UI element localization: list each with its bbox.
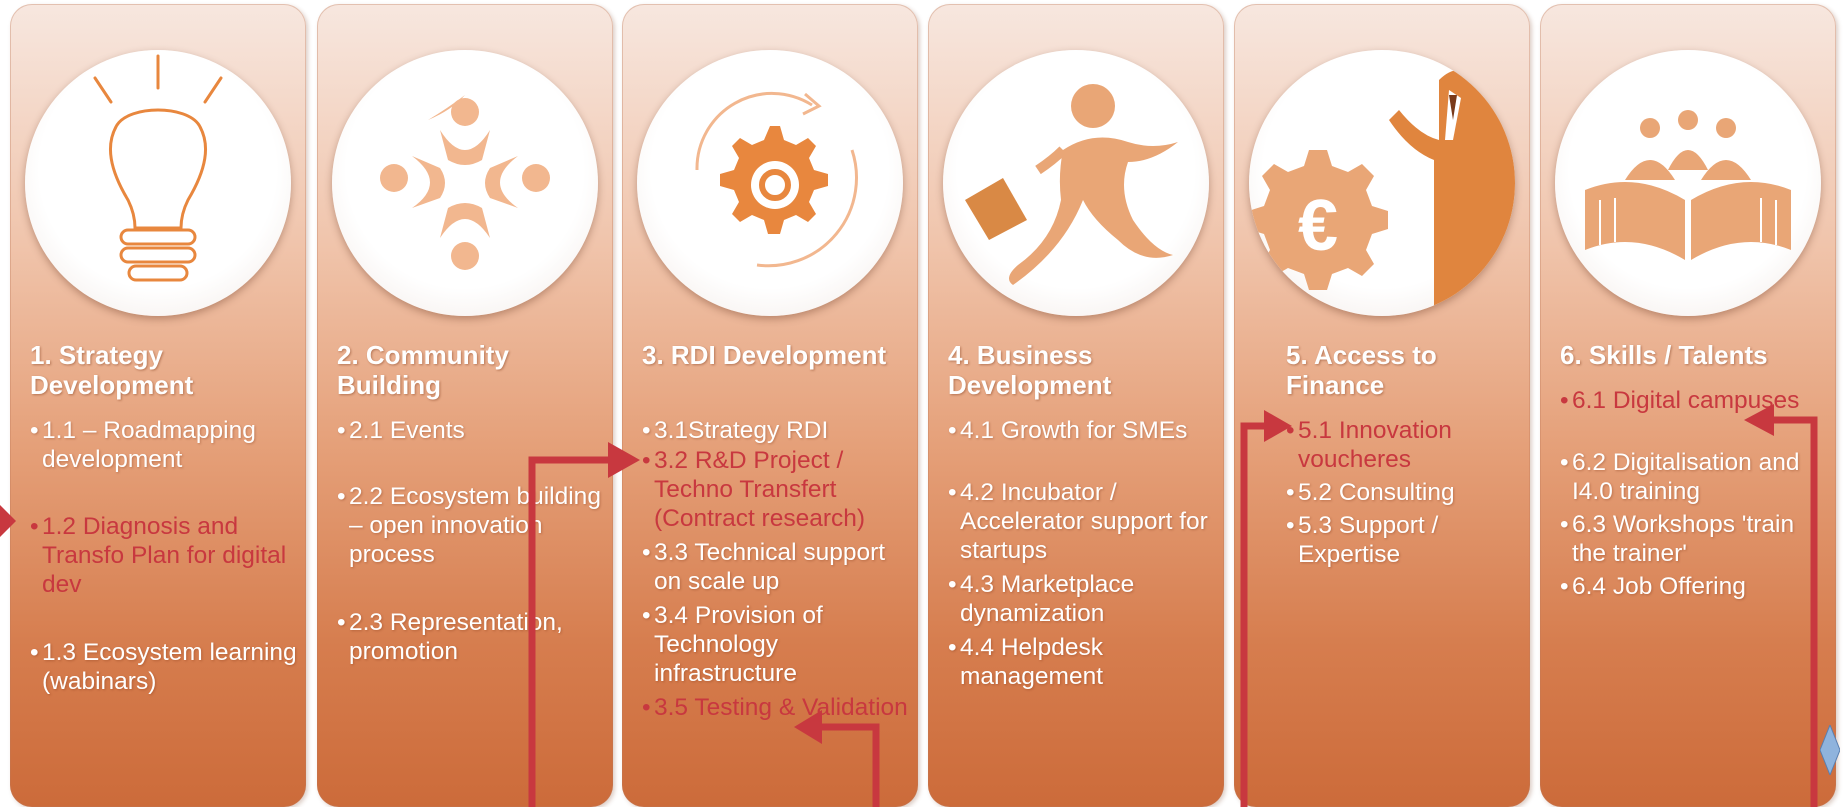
column-title: 5. Access to Finance — [1286, 340, 1437, 400]
list-item: •4.4 Helpdesk management — [948, 634, 1104, 690]
svg-text:€: € — [1298, 186, 1338, 266]
list-item: •6.3 Workshops 'train the trainer' — [1560, 511, 1795, 567]
runner-icon — [943, 50, 1209, 316]
column-community-building: 2. Community Building •2.1 Events •2.2 E… — [317, 4, 613, 807]
list-item: •1.2 Diagnosis and Transfo Plan for digi… — [30, 513, 287, 598]
list-item: •6.1 Digital campuses — [1560, 387, 1800, 414]
gear-cycle-icon — [637, 50, 903, 316]
column-title: 2. Community Building — [337, 340, 509, 400]
list-item: •3.2 R&D Project / Techno Transfert (Con… — [642, 447, 866, 532]
list-item: •2.3 Representation, promotion — [337, 609, 563, 665]
column-title: 4. Business Development — [948, 340, 1112, 400]
list-item: •4.2 Incubator / Accelerator support for… — [948, 479, 1208, 564]
diamond-icon — [1820, 725, 1840, 775]
list-item: •5.1 Innovation voucheres — [1286, 417, 1452, 473]
list-item: •3.5 Testing & Validation — [642, 694, 908, 721]
column-skills-talents: 6. Skills / Talents •6.1 Digital campuse… — [1540, 4, 1836, 807]
list-item: •6.4 Job Offering — [1560, 573, 1746, 600]
column-business-development: 4. Business Development •4.1 Growth for … — [928, 4, 1224, 807]
column-strategy-development: 1. Strategy Development •1.1 – Roadmappi… — [10, 4, 306, 807]
column-title: 6. Skills / Talents — [1560, 340, 1768, 370]
column-rdi-development: 3. RDI Development •3.1Strategy RDI •3.2… — [622, 4, 918, 807]
book-people-icon — [1555, 50, 1821, 316]
list-item: •3.4 Provision of Technology infrastruct… — [642, 602, 823, 687]
list-item: •4.1 Growth for SMEs — [948, 417, 1188, 444]
column-access-to-finance: € 5. Access to Finance •5.1 Innovation v… — [1234, 4, 1530, 807]
list-item: •5.3 Support / Expertise — [1286, 512, 1439, 568]
euro-gear-icon: € — [1249, 50, 1515, 316]
list-item: •1.1 – Roadmapping development — [30, 417, 256, 473]
list-item: •3.3 Technical support on scale up — [642, 539, 886, 595]
list-item: •2.1 Events — [337, 417, 465, 444]
list-item: •5.2 Consulting — [1286, 479, 1455, 506]
list-item: •6.2 Digitalisation and I4.0 training — [1560, 449, 1800, 505]
column-title: 3. RDI Development — [642, 340, 887, 370]
list-item: •1.3 Ecosystem learning (wabinars) — [30, 639, 297, 695]
list-item: •2.2 Ecosystem building – open innovatio… — [337, 483, 601, 568]
column-title: 1. Strategy Development — [30, 340, 194, 400]
list-item: •4.3 Marketplace dynamization — [948, 571, 1135, 627]
lightbulb-icon — [25, 50, 291, 316]
community-icon — [332, 50, 598, 316]
list-item: •3.1Strategy RDI — [642, 417, 829, 444]
